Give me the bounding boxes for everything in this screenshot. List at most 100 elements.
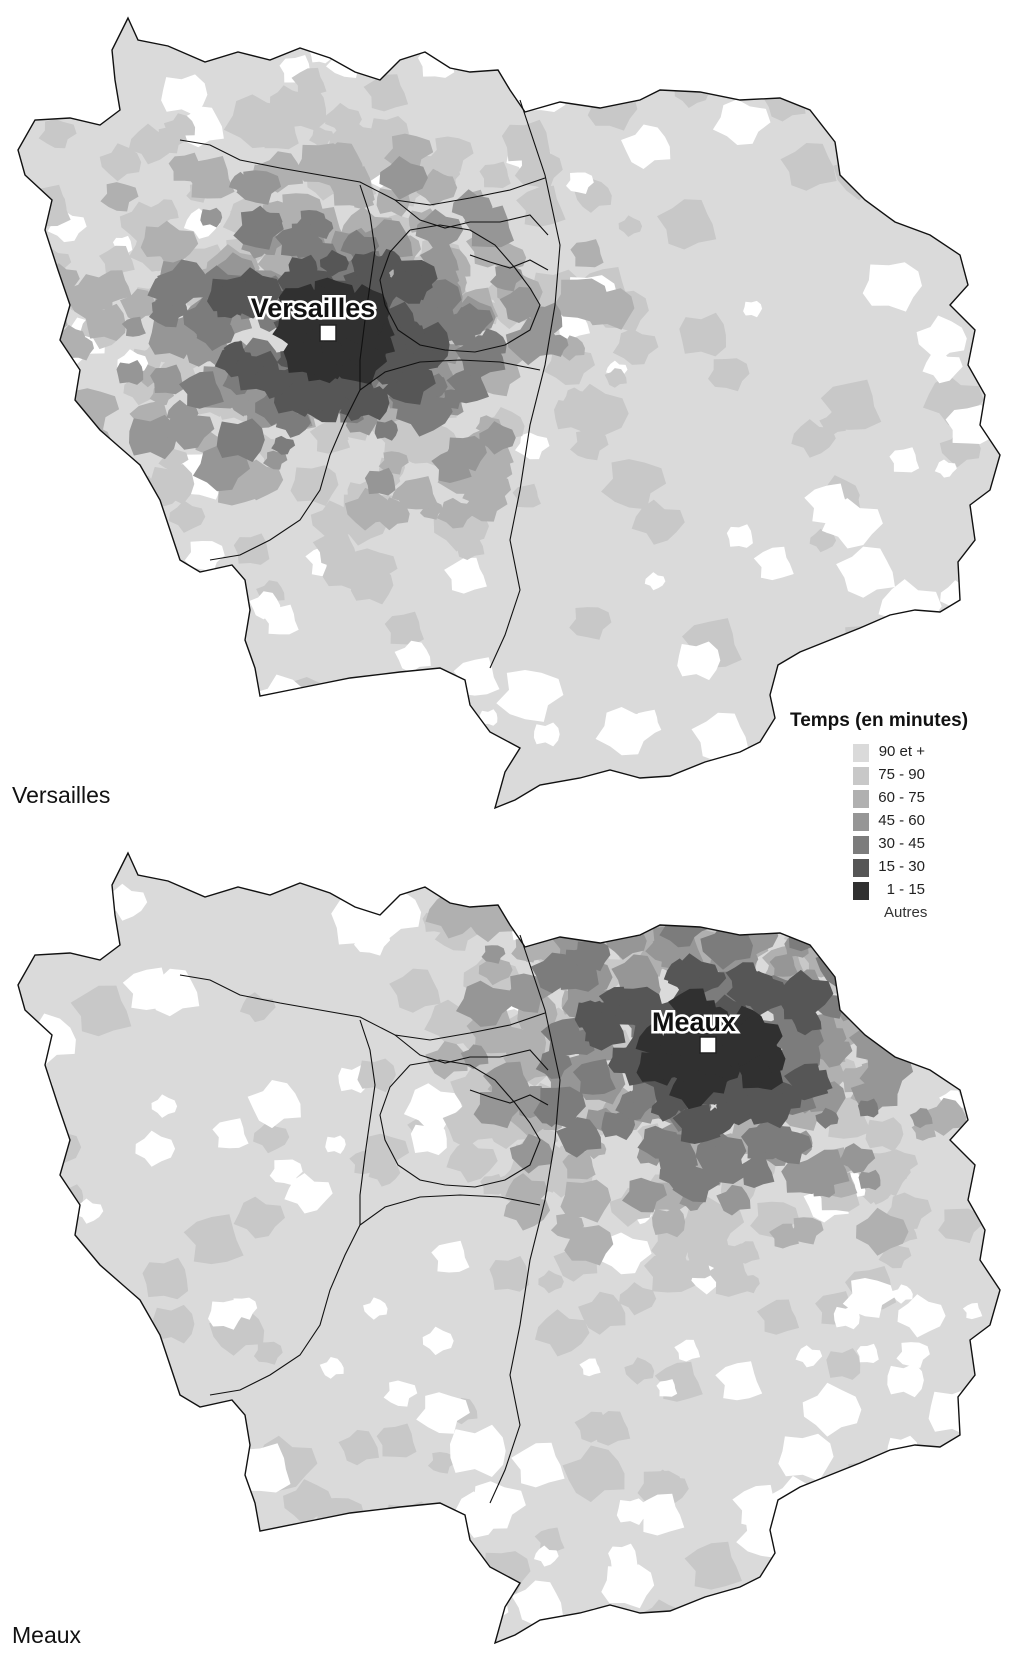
commune-cell (376, 1423, 417, 1458)
commune-cell (70, 985, 132, 1037)
commune-cell (922, 349, 963, 384)
commune-cell (677, 641, 721, 681)
commune-cell (179, 740, 244, 791)
commune-cell (427, 1452, 456, 1474)
commune-cell (57, 324, 86, 352)
commune-cell (479, 161, 511, 189)
commune-cell (196, 316, 235, 351)
commune-cell (239, 992, 276, 1023)
commune-cell (183, 1214, 244, 1265)
commune-cell (608, 1543, 638, 1570)
commune-cell (310, 500, 355, 541)
commune-cell (535, 1309, 590, 1357)
commune-cell (151, 1094, 178, 1118)
commune-cell (795, 1345, 823, 1368)
commune-cell (538, 1270, 564, 1294)
commune-cell (535, 1050, 572, 1079)
commune-cell (849, 961, 907, 1013)
commune-cell (270, 85, 304, 117)
commune-cell (492, 853, 536, 865)
commune-cell (212, 1118, 249, 1149)
legend-swatch (853, 882, 869, 900)
commune-cell (56, 728, 98, 763)
commune-cell (836, 546, 895, 598)
commune-cell (802, 1149, 850, 1189)
map-caption-meaux: Meaux (12, 1622, 82, 1648)
commune-cell (618, 886, 667, 930)
commune-cell (784, 1063, 829, 1101)
commune-cell (909, 1108, 933, 1129)
department-line (489, 934, 561, 1504)
commune-cell (889, 447, 920, 473)
commune-cell (100, 182, 139, 212)
commune-cell (668, 988, 715, 1028)
commune-cell (652, 1206, 686, 1238)
commune-cell (480, 1173, 505, 1195)
commune-cell (496, 670, 564, 722)
commune-cell (945, 404, 993, 444)
commune-cell (85, 1385, 146, 1435)
commune-cell (624, 1357, 655, 1385)
commune-cell (389, 968, 441, 1013)
commune-cell (96, 496, 144, 538)
commune-cell (894, 939, 943, 982)
commune-cell (589, 1411, 631, 1446)
commune-cell (363, 74, 409, 112)
commune-cell (755, 895, 783, 920)
commune-cell (373, 497, 410, 531)
commune-cell (227, 758, 256, 784)
commune-cell (142, 1257, 189, 1300)
map-panel-meaux: Meaux (0, 835, 1013, 1655)
commune-cell (619, 1282, 657, 1316)
legend-item: 30 - 45 (853, 834, 1010, 857)
commune-cell (891, 1284, 913, 1304)
commune-cell (844, 982, 887, 1016)
commune-cell (658, 835, 694, 838)
commune-cell (631, 499, 685, 545)
commune-cell (525, 860, 560, 890)
commune-cell (570, 430, 609, 461)
commune-cell (304, 385, 336, 413)
commune-cell (916, 315, 967, 362)
commune-cell (220, 277, 265, 319)
commune-cell (319, 1357, 344, 1379)
commune-cell (769, 1223, 799, 1249)
commune-cell (161, 74, 208, 116)
legend-label: 90 et + (878, 743, 925, 760)
commune-cell (768, 1130, 813, 1165)
commune-cell (179, 371, 224, 409)
legend-label: 15 - 30 (878, 858, 925, 875)
commune-cell (962, 1302, 983, 1320)
commune-cell (505, 1173, 549, 1210)
commune-cell (514, 920, 535, 937)
commune-cell (99, 245, 135, 276)
commune-cell (540, 881, 578, 915)
commune-cell (397, 476, 438, 510)
commune-cell (233, 1196, 285, 1239)
region-boundary (17, 16, 1001, 810)
commune-cell (739, 876, 792, 925)
commune-cell (431, 449, 472, 483)
commune-cell (263, 450, 288, 470)
commune-cell (756, 1299, 800, 1335)
commune-cell (135, 1130, 176, 1167)
commune-cell (291, 67, 327, 98)
commune-cell (801, 899, 846, 935)
commune-cell (489, 1256, 530, 1292)
commune-cell (557, 335, 585, 361)
commune-cell (715, 1361, 763, 1401)
legend-item: 90 et + (853, 742, 1010, 765)
commune-cell (515, 432, 550, 460)
legend-item: 60 - 75 (853, 788, 1010, 811)
commune-cell (899, 872, 930, 900)
commune-cell (945, 1487, 1000, 1538)
commune-cell (792, 57, 832, 91)
commune-cell (826, 1348, 861, 1380)
legend-swatch (853, 859, 869, 877)
legend-item: 1 - 15 (853, 880, 1010, 903)
commune-cell (344, 487, 392, 531)
commune-cell (856, 1207, 909, 1256)
map-panel-versailles: Versailles (0, 0, 1013, 820)
commune-cell (319, 249, 349, 277)
legend-swatch (853, 813, 869, 831)
